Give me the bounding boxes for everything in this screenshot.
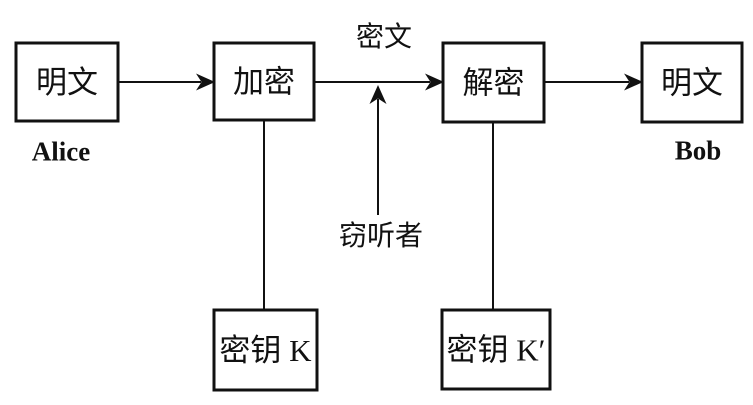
label-key-k: 密钥 K	[219, 333, 312, 368]
box-plaintext-right	[640, 41, 744, 124]
arrowhead-into-decrypt-icon	[425, 73, 444, 91]
box-plaintext-left	[14, 41, 120, 123]
box-key-k	[212, 308, 319, 392]
label-receiver-bob: Bob	[675, 135, 722, 165]
label-eavesdropper: 窃听者	[339, 220, 423, 252]
label-key-k-prime: 密钥 K′	[447, 332, 546, 367]
box-encrypt	[212, 41, 316, 122]
label-decrypt: 解密	[463, 65, 525, 100]
label-plaintext-right: 明文	[661, 65, 723, 100]
label-encrypt: 加密	[233, 64, 295, 99]
label-plaintext-left: 明文	[36, 65, 98, 100]
arrowhead-into-encrypt-icon	[196, 73, 215, 91]
arrowhead-eavesdropper-up-icon	[369, 85, 387, 104]
label-ciphertext: 密文	[356, 21, 412, 53]
label-sender-alice: Alice	[32, 136, 90, 166]
box-decrypt	[441, 41, 546, 124]
arrowhead-into-plaintext-right-icon	[624, 73, 643, 91]
box-key-k-prime	[440, 308, 552, 391]
